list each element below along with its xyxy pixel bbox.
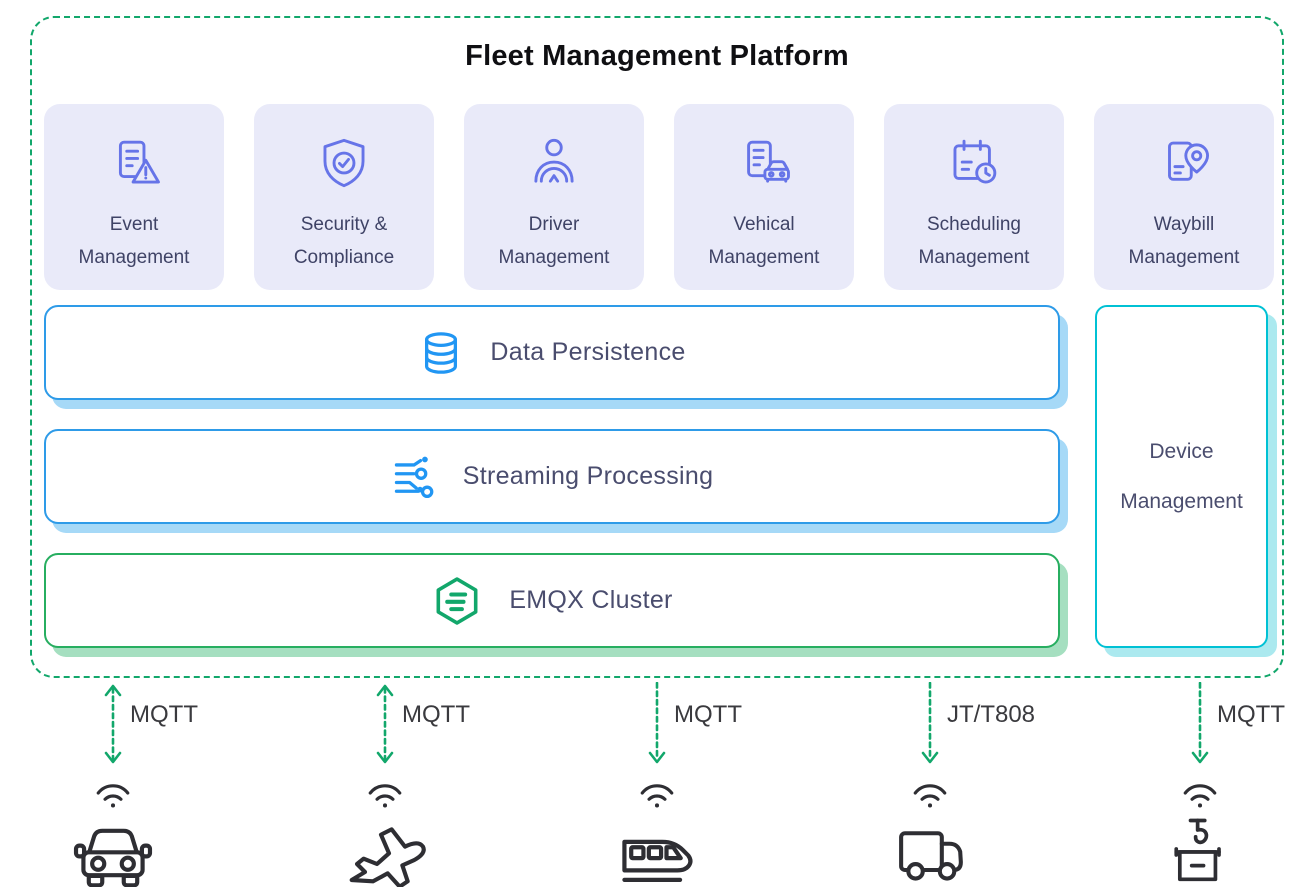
wifi-icon: [96, 784, 130, 808]
module-label: Scheduling Management: [918, 214, 1030, 269]
mqtt-arrow-bidirectional: [104, 684, 122, 764]
module-label: Event Management: [78, 214, 190, 269]
module-card-security: Security & Compliance: [254, 104, 434, 290]
page-title: Fleet Management Platform: [465, 40, 849, 72]
module-card-row: Event Management Security & Compliance D…: [44, 104, 1274, 290]
emqx-cluster-layer: EMQX Cluster: [44, 553, 1060, 648]
layer-label: Streaming Processing: [462, 462, 714, 490]
truck-device: [883, 776, 977, 886]
module-label: Security & Compliance: [293, 214, 395, 269]
airplane-device: [338, 776, 432, 887]
car-device: [66, 776, 160, 887]
mqtt-arrow-bidirectional: [376, 684, 394, 764]
protocol-label: JT/T808: [947, 701, 1036, 728]
driver-steering-icon: [534, 138, 574, 183]
protocol-label: MQTT: [674, 701, 742, 728]
device-management-panel: Device Management: [1095, 305, 1268, 648]
stream-processing-icon: [394, 456, 434, 498]
crane-device: [1153, 776, 1247, 886]
jt808-arrow-down: [921, 682, 939, 764]
truck-icon: [899, 831, 963, 881]
data-persistence-layer: Data Persistence: [44, 305, 1060, 400]
module-card-driver: Driver Management: [464, 104, 644, 290]
module-label: Vehical Management: [708, 214, 820, 269]
wifi-icon: [913, 784, 947, 808]
database-icon: [425, 331, 458, 374]
train-device: [610, 776, 704, 887]
module-card-event: Event Management: [44, 104, 224, 290]
shield-check-icon: [323, 138, 365, 188]
module-label: Driver Management: [498, 214, 610, 269]
module-card-vehical: Vehical Management: [674, 104, 854, 290]
emqx-hexagon-icon: [436, 576, 478, 625]
document-location-pin-icon: [1168, 141, 1210, 181]
train-icon: [622, 839, 693, 882]
fleet-platform-container: Fleet Management Platform Event Manageme…: [30, 16, 1284, 678]
device-panel-label-line2: Management: [1120, 489, 1243, 513]
mqtt-arrow-down: [1191, 682, 1209, 764]
layer-label: Data Persistence: [490, 338, 686, 366]
protocol-label: MQTT: [1217, 701, 1285, 728]
airplane-icon: [349, 827, 426, 887]
module-card-waybill: Waybill Management: [1094, 104, 1274, 290]
wifi-icon: [640, 784, 674, 808]
device-panel-label-line1: Device: [1149, 439, 1214, 463]
wifi-icon: [1183, 784, 1217, 808]
module-label: Waybill Management: [1128, 214, 1240, 269]
event-document-warning-icon: [118, 140, 160, 184]
protocol-label: MQTT: [402, 701, 470, 728]
calendar-clock-icon: [953, 139, 997, 184]
module-card-scheduling: Scheduling Management: [884, 104, 1064, 290]
document-car-icon: [747, 140, 790, 183]
protocol-label: MQTT: [130, 701, 198, 728]
streaming-processing-layer: Streaming Processing: [44, 429, 1060, 524]
wifi-icon: [368, 784, 402, 808]
layer-label: EMQX Cluster: [509, 586, 673, 614]
mqtt-arrow-down: [648, 682, 666, 764]
crane-hoist-icon: [1174, 818, 1221, 882]
car-icon: [73, 828, 153, 887]
